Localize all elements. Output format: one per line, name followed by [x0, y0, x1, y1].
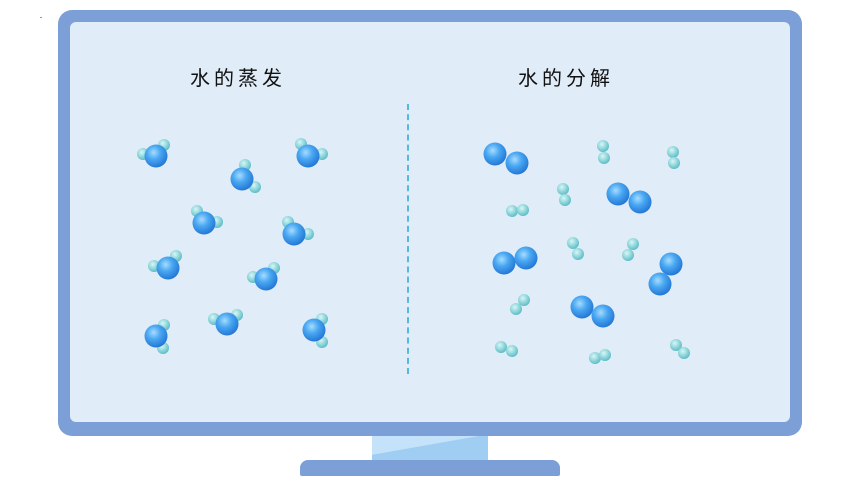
- oxygen-atom-icon: [302, 318, 326, 342]
- panel-divider: [407, 104, 409, 374]
- oxygen-atom-icon: [628, 190, 652, 214]
- hydrogen-atom-icon: [567, 237, 579, 249]
- hydrogen-atom-icon: [559, 194, 571, 206]
- hydrogen-atom-icon: [589, 352, 601, 364]
- hydrogen-atom-icon: [597, 140, 609, 152]
- oxygen-atom-icon: [144, 324, 168, 348]
- hydrogen-atom-icon: [670, 339, 682, 351]
- hydrogen-atom-icon: [517, 204, 529, 216]
- oxygen-atom-icon: [282, 222, 306, 246]
- hydrogen-atom-icon: [627, 238, 639, 250]
- monitor-stand-base: [300, 460, 560, 476]
- oxygen-atom-icon: [492, 251, 516, 275]
- hydrogen-atom-icon: [510, 303, 522, 315]
- oxygen-atom-icon: [591, 304, 615, 328]
- oxygen-atom-icon: [648, 272, 672, 296]
- oxygen-atom-icon: [144, 144, 168, 168]
- evaporation-title: 水的蒸发: [190, 66, 286, 90]
- oxygen-atom-icon: [606, 182, 630, 206]
- evaporation-molecules: [137, 138, 328, 354]
- hydrogen-atom-icon: [668, 157, 680, 169]
- hydrogen-atom-icon: [518, 294, 530, 306]
- decomposition-title: 水的分解: [518, 66, 614, 90]
- oxygen-atom-icon: [505, 151, 529, 175]
- oxygen-atom-icon: [296, 144, 320, 168]
- hydrogen-atom-icon: [506, 205, 518, 217]
- stray-mark: [40, 17, 42, 18]
- oxygen-atom-icon: [659, 252, 683, 276]
- oxygen-atom-icon: [156, 256, 180, 280]
- decomposition-molecules: [483, 140, 690, 364]
- hydrogen-atom-icon: [678, 347, 690, 359]
- hydrogen-atom-icon: [598, 152, 610, 164]
- hydrogen-atom-icon: [667, 146, 679, 158]
- hydrogen-atom-icon: [506, 345, 518, 357]
- hydrogen-atom-icon: [622, 249, 634, 261]
- oxygen-atom-icon: [215, 312, 239, 336]
- oxygen-atom-icon: [230, 167, 254, 191]
- oxygen-atom-icon: [514, 246, 538, 270]
- oxygen-atom-icon: [483, 142, 507, 166]
- oxygen-atom-icon: [254, 267, 278, 291]
- oxygen-atom-icon: [570, 295, 594, 319]
- hydrogen-atom-icon: [557, 183, 569, 195]
- monitor-screen: [70, 22, 790, 422]
- oxygen-atom-icon: [192, 211, 216, 235]
- hydrogen-atom-icon: [495, 341, 507, 353]
- hydrogen-atom-icon: [572, 248, 584, 260]
- monitor-stand-neck: [372, 436, 488, 462]
- hydrogen-atom-icon: [599, 349, 611, 361]
